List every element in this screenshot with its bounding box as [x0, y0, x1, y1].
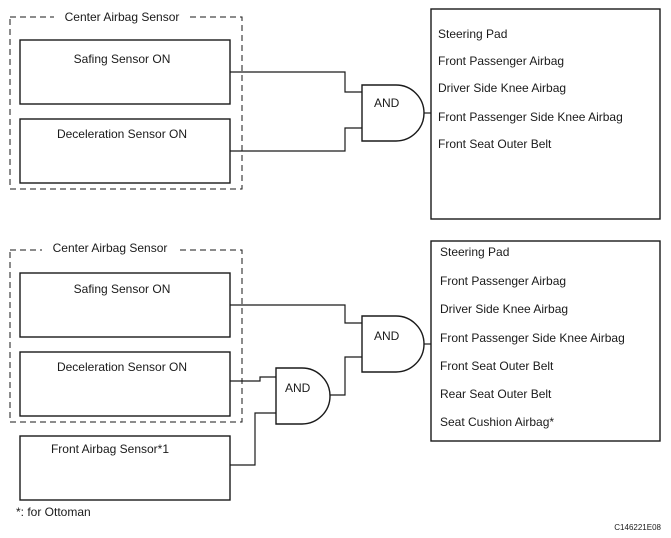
top-wire-safing — [230, 71, 362, 93]
bottom-output-item: Front Passenger Side Knee Airbag — [440, 331, 625, 345]
bottom-safing-sensor-label: Safing Sensor ON — [74, 282, 171, 296]
bottom-and-gate-main-label: AND — [374, 329, 400, 343]
bottom-wire-safing — [230, 304, 362, 324]
bottom-output-item: Driver Side Knee Airbag — [440, 302, 568, 316]
bottom-output-box — [430, 240, 661, 442]
top-wire-decel — [230, 127, 362, 152]
top-output-item: Front Seat Outer Belt — [438, 137, 552, 151]
top-decel-sensor-label: Deceleration Sensor ON — [57, 127, 187, 141]
bottom-front-airbag-sensor-box — [19, 435, 231, 501]
bottom-safing-sensor-box — [19, 272, 231, 338]
top-decel-sensor-box — [19, 118, 231, 184]
bottom-wire-front-sensor — [230, 412, 276, 466]
bottom-wire-sub-gate-output — [330, 356, 362, 396]
bottom-diagram: Center Airbag Sensor Safing Sensor ON De… — [9, 240, 661, 501]
top-output-item: Steering Pad — [438, 27, 507, 41]
bottom-output-item: Steering Pad — [440, 245, 509, 259]
bottom-output-item: Rear Seat Outer Belt — [440, 387, 552, 401]
bottom-wire-decel — [230, 376, 276, 382]
top-diagram: Center Airbag Sensor Safing Sensor ON De… — [9, 8, 661, 220]
figure-code: C146221E08 — [614, 523, 661, 532]
bottom-front-airbag-sensor-label: Front Airbag Sensor*1 — [51, 442, 169, 456]
bottom-and-gate-sub-label: AND — [285, 381, 311, 395]
footnote: *: for Ottoman — [16, 505, 91, 519]
bottom-and-gate-main — [361, 315, 425, 373]
bottom-group-title: Center Airbag Sensor — [53, 241, 168, 255]
top-and-gate — [361, 84, 425, 142]
bottom-output-item: Front Seat Outer Belt — [440, 359, 554, 373]
bottom-decel-sensor-label: Deceleration Sensor ON — [57, 360, 187, 374]
top-safing-sensor-box — [19, 39, 231, 105]
top-output-item: Driver Side Knee Airbag — [438, 81, 566, 95]
bottom-decel-sensor-box — [19, 351, 231, 417]
bottom-output-item: Front Passenger Airbag — [440, 274, 566, 288]
top-safing-sensor-label: Safing Sensor ON — [74, 52, 171, 66]
top-and-gate-label: AND — [374, 96, 400, 110]
top-output-item: Front Passenger Side Knee Airbag — [438, 110, 623, 124]
top-output-item: Front Passenger Airbag — [438, 54, 564, 68]
top-output-box — [430, 8, 661, 220]
bottom-output-item: Seat Cushion Airbag* — [440, 415, 554, 429]
top-group-title: Center Airbag Sensor — [65, 10, 180, 24]
bottom-and-gate-sub — [275, 367, 331, 425]
